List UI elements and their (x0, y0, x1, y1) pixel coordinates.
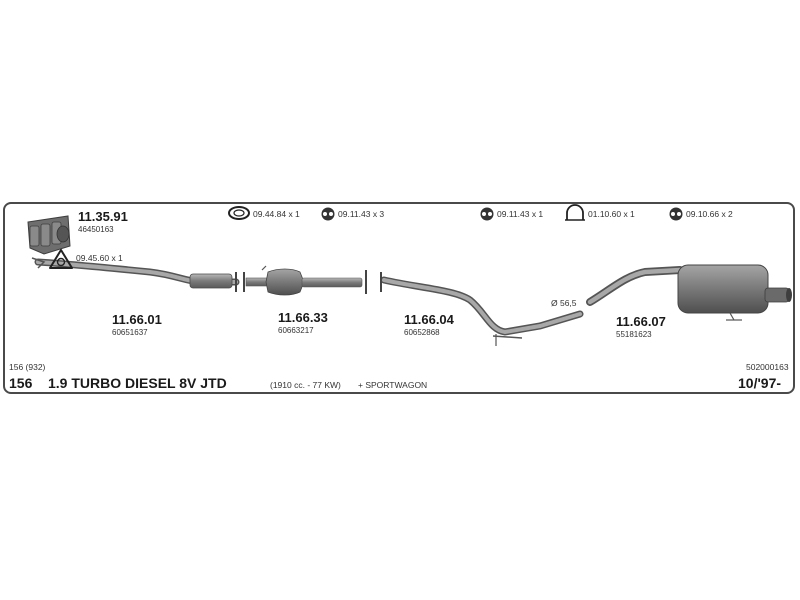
oem-number-manifold: 46450163 (78, 225, 114, 234)
part-code-middle-pipe: 11.66.04 (404, 312, 454, 327)
engine-title: 1.9 TURBO DIESEL 8V JTD (48, 375, 227, 391)
catalytic-converter (243, 265, 367, 296)
model-number: 156 (9, 375, 33, 391)
rear-silencer (586, 264, 792, 321)
part-code-catalytic: 11.66.33 (278, 310, 328, 325)
part-code-manifold: 11.35.91 (78, 209, 128, 224)
exhaust-system-panel (3, 202, 795, 394)
rubber-mount-icon (321, 207, 335, 221)
fitting-label-3: 09.11.43 x 3 (338, 209, 385, 219)
oem-number-rear-silencer: 55181623 (616, 330, 652, 339)
part-code-rear-silencer: 11.66.07 (616, 314, 666, 329)
front-pipe (31, 257, 240, 292)
model-code: 156 (932) (9, 362, 46, 372)
part-code-front-pipe: 11.66.01 (112, 312, 162, 327)
oem-number-front-pipe: 60651637 (112, 328, 148, 337)
middle-pipe (380, 272, 584, 346)
fitting-label-4: 09.11.43 x 1 (497, 209, 544, 219)
u-clamp-icon (565, 204, 585, 221)
fitting-label-6: 09.10.66 x 2 (686, 209, 733, 219)
rubber-mount-icon (480, 207, 494, 221)
triangle-gasket-icon (49, 249, 73, 269)
pipe-diameter: Ø 56,5 (551, 298, 577, 308)
catalog-number: 502000163 (746, 362, 789, 372)
variant-label: + SPORTWAGON (358, 380, 428, 390)
rubber-mount-icon (669, 207, 683, 221)
fitting-label-1: 09.45.60 x 1 (76, 253, 123, 263)
oval-gasket-icon (228, 206, 250, 220)
oem-number-middle-pipe: 60652868 (404, 328, 440, 337)
engine-specs: (1910 cc. - 77 KW) (270, 380, 341, 390)
exhaust-manifold (27, 215, 71, 255)
fitting-label-2: 09.44.84 x 1 (253, 209, 300, 219)
fitting-label-5: 01.10.60 x 1 (588, 209, 635, 219)
production-date: 10/'97- (738, 375, 782, 391)
oem-number-catalytic: 60663217 (278, 326, 314, 335)
